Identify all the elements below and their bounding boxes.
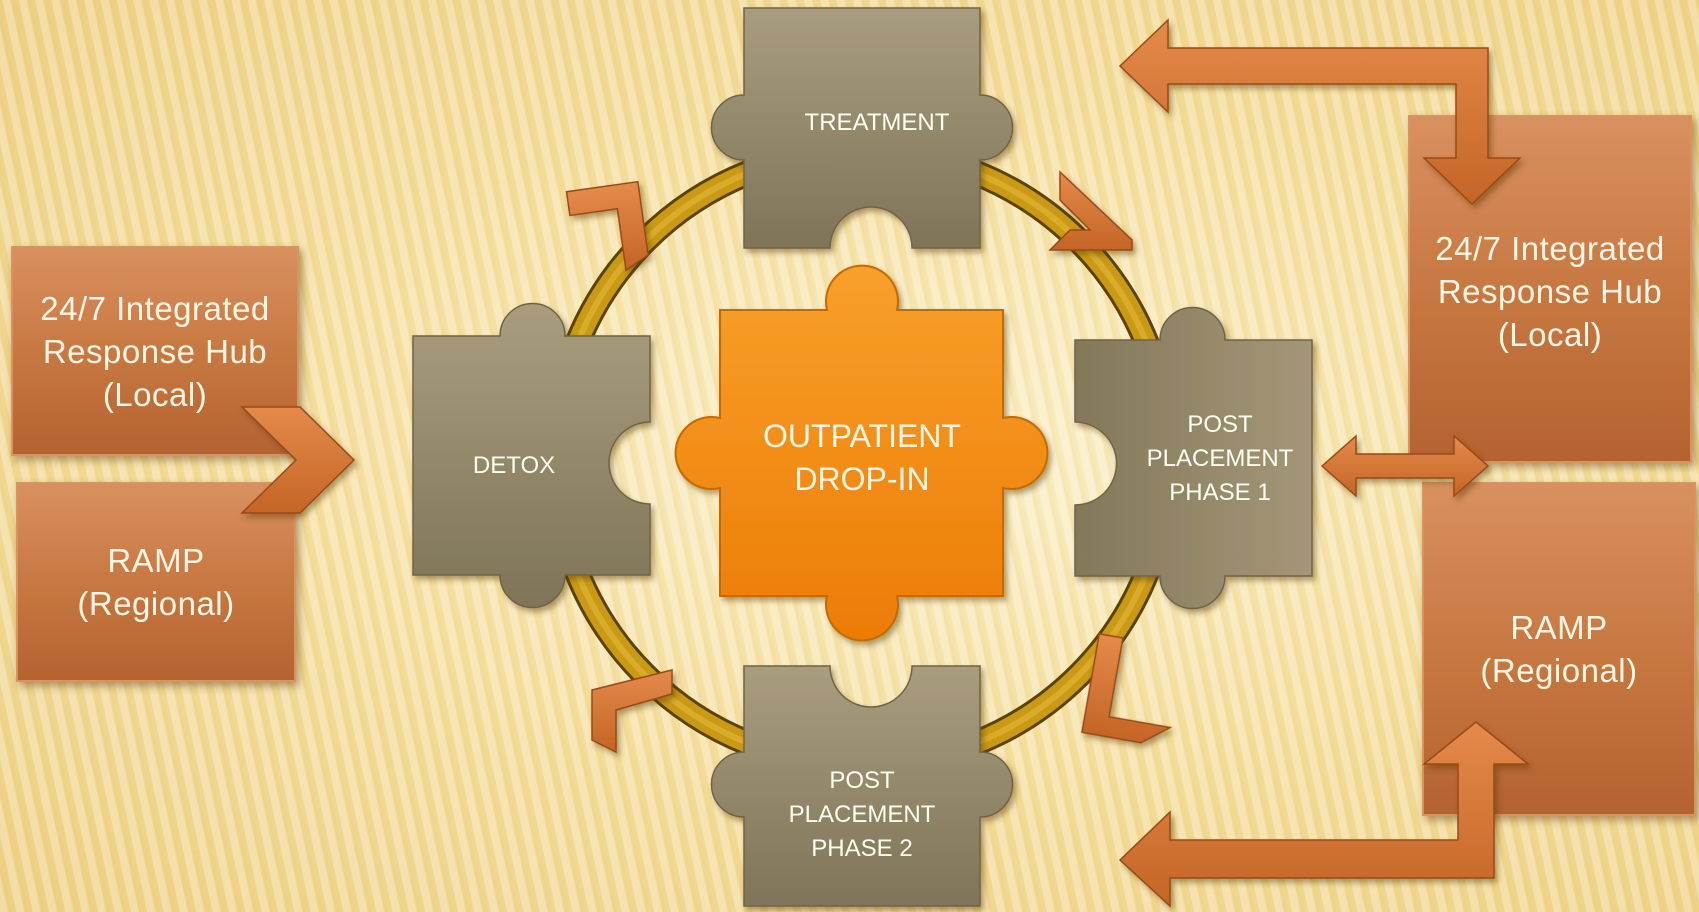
left-hub-line-2: Response Hub [42,332,268,370]
left-hub-line-1: 24/7 Integrated [40,289,270,327]
cycle-chevron-top-left [565,180,649,272]
left-ramp-line-1: RAMP [107,542,205,579]
cycle-chevron-bottom-left [591,669,673,754]
left-ramp-line-2: (Regional) [77,585,235,622]
top-right-bent-arrow [1118,18,1522,206]
post2-label-line3: PHASE 2 [811,835,912,862]
center-label-line1: OUTPATIENT [763,418,961,454]
post-placement-phase1-piece [1074,306,1313,610]
post1-label-line2: PLACEMENT [1147,445,1294,472]
right-ramp-line-2: (Regional) [1480,652,1638,689]
right-hub-line-1: 24/7 Integrated [1435,230,1665,267]
treatment-piece [710,7,1014,249]
outpatient-dropin-piece [674,264,1049,642]
left-response-hub-box: 24/7 Integrated Response Hub (Local) [11,246,299,456]
right-ramp-line-1: RAMP [1510,609,1608,646]
center-label-line2: DROP-IN [794,461,929,497]
post-placement-phase2-piece [710,665,1014,907]
cycle-chevron-bottom-right [1081,632,1173,744]
bottom-right-bent-arrow [1118,721,1531,908]
right-hub-line-2: Response Hub [1437,273,1663,310]
treatment-label: TREATMENT [805,109,950,136]
right-double-arrow [1320,434,1490,498]
post1-label-line3: PHASE 1 [1169,479,1270,506]
left-chevron-arrow [240,406,356,514]
right-hub-line-3: (Local) [1497,316,1603,353]
post2-label-line2: PLACEMENT [789,801,936,828]
post2-label-line1: POST [829,767,895,794]
left-hub-line-3: (Local) [102,375,208,413]
cycle-chevron-top-right [1048,170,1133,251]
detox-piece [412,302,651,609]
right-response-hub-box: 24/7 Integrated Response Hub (Local) [1408,115,1692,463]
left-ramp-box: RAMP (Regional) [16,482,296,682]
detox-label: DETOX [473,452,555,479]
post1-label-line1: POST [1187,411,1253,438]
